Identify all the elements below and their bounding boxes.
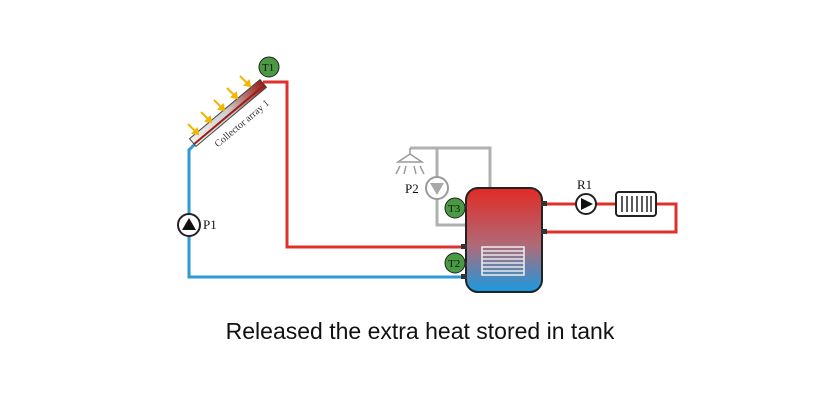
pump-p2-label: P2: [405, 181, 419, 196]
collector-array: Collector array 1: [188, 78, 272, 150]
radiator-icon: [615, 191, 657, 217]
sensor-t1-label: T1: [262, 62, 274, 74]
pump-p1: P1: [177, 213, 217, 237]
pump-p1-label: P1: [203, 217, 217, 232]
sun-arrows: [187, 75, 252, 136]
sensor-t3-label: T3: [448, 203, 461, 215]
diagram-caption: Released the extra heat stored in tank: [225, 318, 615, 344]
sensor-t1: T1: [258, 56, 280, 78]
sensor-t2: T2: [444, 252, 466, 274]
pump-r1-label: R1: [577, 177, 592, 192]
shower-icon: [395, 148, 425, 175]
sensor-t3: T3: [444, 197, 466, 219]
gray-pipe-loop: [410, 146, 492, 227]
pump-p2: [425, 176, 449, 200]
sensor-t2-label: T2: [448, 258, 460, 270]
storage-tank: [461, 187, 547, 293]
pump-r1: R1: [575, 177, 597, 215]
tank-coil: [481, 246, 525, 276]
cold-pipe: [187, 140, 466, 279]
hot-pipe: [263, 80, 466, 249]
